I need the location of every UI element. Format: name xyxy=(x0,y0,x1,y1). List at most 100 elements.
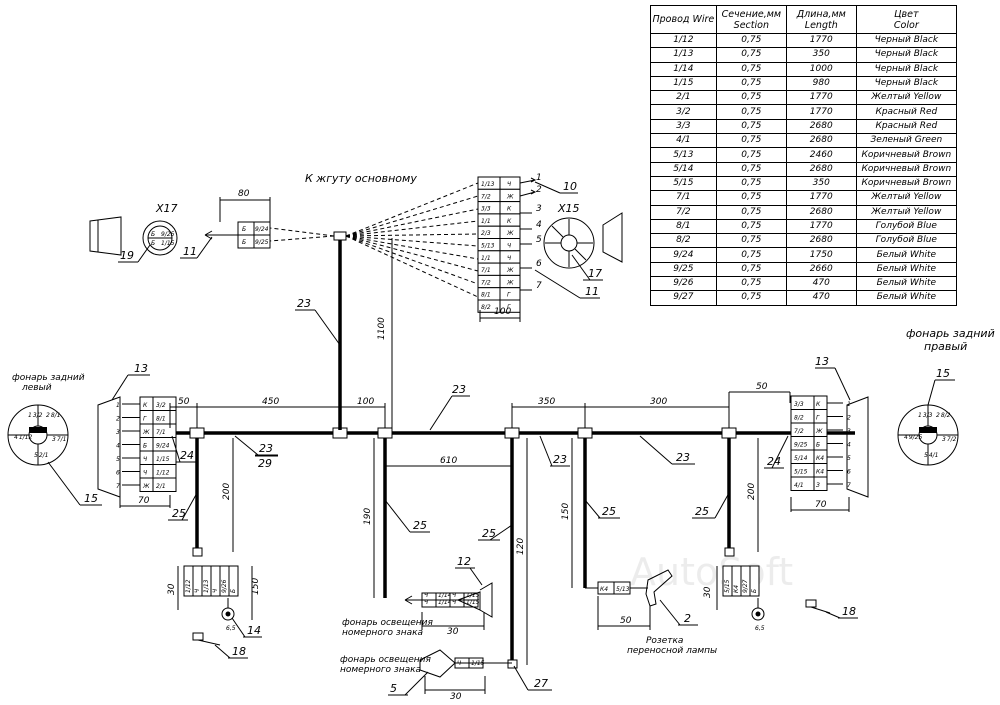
dim-70-left: 70 xyxy=(138,496,150,506)
color-cell: Желтый Yellow xyxy=(855,190,958,206)
main-pin-number: 6 xyxy=(536,259,542,269)
trunk-clip-3 xyxy=(377,427,393,439)
x15-label: X15 xyxy=(557,202,580,215)
svg-text:23: 23 xyxy=(297,297,311,310)
wire-cell: 5/14 xyxy=(650,161,717,177)
small-conn-cell: 1/12 xyxy=(185,579,192,593)
length-cell: 2680 xyxy=(785,204,857,220)
main-conn-wire: 7/2 xyxy=(481,279,491,286)
main-conn-letter: Ч xyxy=(507,255,511,262)
svg-text:23: 23 xyxy=(553,453,567,466)
main-conn-wire: 8/2 xyxy=(481,304,491,311)
small-conn-cell: 1/14 xyxy=(438,599,452,606)
main-conn-letter: Ч xyxy=(507,181,511,188)
color-cell: Белый White xyxy=(855,290,958,306)
rear-conn-wire: 7/2 xyxy=(794,428,804,435)
small-conn-cell: 5/15 xyxy=(724,579,731,593)
small-conn-cell: К4 xyxy=(600,586,608,593)
rear-conn-wire: 3/2 xyxy=(156,402,166,409)
main-conn-letter: Ч xyxy=(507,243,511,250)
rear-conn-letter: Ж xyxy=(142,483,150,490)
ring-terminal-left xyxy=(221,598,235,621)
main-conn-letter: Ж xyxy=(506,193,514,200)
length-cell: 470 xyxy=(785,290,857,306)
svg-text:50: 50 xyxy=(178,397,190,407)
main-harness-label: К жгуту основному xyxy=(305,172,417,185)
x17-round-connector: Б 9/25 Б 1/15 xyxy=(89,216,178,256)
main-pin-number: 5 xyxy=(536,235,542,245)
svg-text:11: 11 xyxy=(585,285,599,298)
main-conn-letter: Ж xyxy=(506,279,514,286)
svg-text:11: 11 xyxy=(183,245,197,258)
rear-right-label-1: фонарь задний xyxy=(906,327,995,340)
rear-conn-letter: К xyxy=(143,402,148,409)
svg-text:300: 300 xyxy=(650,397,667,407)
section-cell: 0,75 xyxy=(715,204,787,220)
section-cell: 0,75 xyxy=(715,118,787,135)
color-cell: Коричневый Brown xyxy=(855,161,958,177)
small-conn-cell: 1/14 xyxy=(438,592,452,599)
rear-pin-number: 5 xyxy=(847,455,851,462)
color-cell: Голубой Blue xyxy=(855,233,958,249)
socket-label-2: переносной лампы xyxy=(627,646,717,656)
small-conn-cell: Ч xyxy=(194,589,201,593)
svg-text:15: 15 xyxy=(84,492,98,505)
lamp-pin-label: 41/12 xyxy=(14,434,32,441)
plate-lamp-bottom-label-1: фонарь освещения xyxy=(340,655,432,665)
main-conn-wire: 3/3 xyxy=(481,206,491,213)
svg-text:13: 13 xyxy=(815,355,829,368)
rear-pin-number: 3 xyxy=(116,429,120,436)
lamp-pin-label: 28/1 xyxy=(46,412,60,419)
main-conn-wire: 7/1 xyxy=(481,267,491,274)
color-cell: Зеленый Green xyxy=(855,133,958,149)
main-pin-number: 3 xyxy=(536,204,542,214)
main-conn-wire: 1/13 xyxy=(481,181,495,188)
rear-pin-number: 7 xyxy=(116,483,120,490)
rear-conn-letter: К xyxy=(816,401,821,408)
rear-pin-number: 2 xyxy=(847,415,851,422)
length-cell: 1770 xyxy=(785,218,857,235)
main-conn-wire: 1/1 xyxy=(481,255,491,262)
svg-text:50: 50 xyxy=(620,616,632,626)
svg-text:10: 10 xyxy=(563,180,577,193)
rear-pin-number: 7 xyxy=(847,482,851,489)
length-cell: 2460 xyxy=(785,147,857,163)
svg-text:19: 19 xyxy=(120,249,134,262)
rear-left-label-2: левый xyxy=(21,383,52,393)
rear-conn-wire: 1/15 xyxy=(156,456,170,463)
section-cell: 0,75 xyxy=(715,233,787,249)
svg-text:190: 190 xyxy=(363,508,373,525)
main-conn-letter: К xyxy=(507,206,512,213)
svg-text:24: 24 xyxy=(767,455,781,468)
main-pin-arrows xyxy=(519,177,537,291)
rear-conn-letter: Ч xyxy=(143,456,147,463)
color-cell: Желтый Yellow xyxy=(855,204,958,220)
rear-pin-number: 1 xyxy=(116,402,120,409)
svg-text:1/15: 1/15 xyxy=(161,240,175,247)
svg-text:6,5: 6,5 xyxy=(226,625,236,632)
svg-text:610: 610 xyxy=(440,456,457,466)
rear-conn-letter: Б xyxy=(143,443,147,450)
rear-left-label-1: фонарь задний xyxy=(12,373,85,383)
lamp-pin-label: 37/2 xyxy=(942,436,957,443)
dim-1100: 1100 xyxy=(377,317,387,340)
plate-lamp-top-label-2: номерного знака xyxy=(342,628,423,638)
ring-terminal-right xyxy=(751,598,765,621)
rear-conn-wire: 9/25 xyxy=(794,442,808,449)
wire-cell: 9/27 xyxy=(650,290,717,306)
